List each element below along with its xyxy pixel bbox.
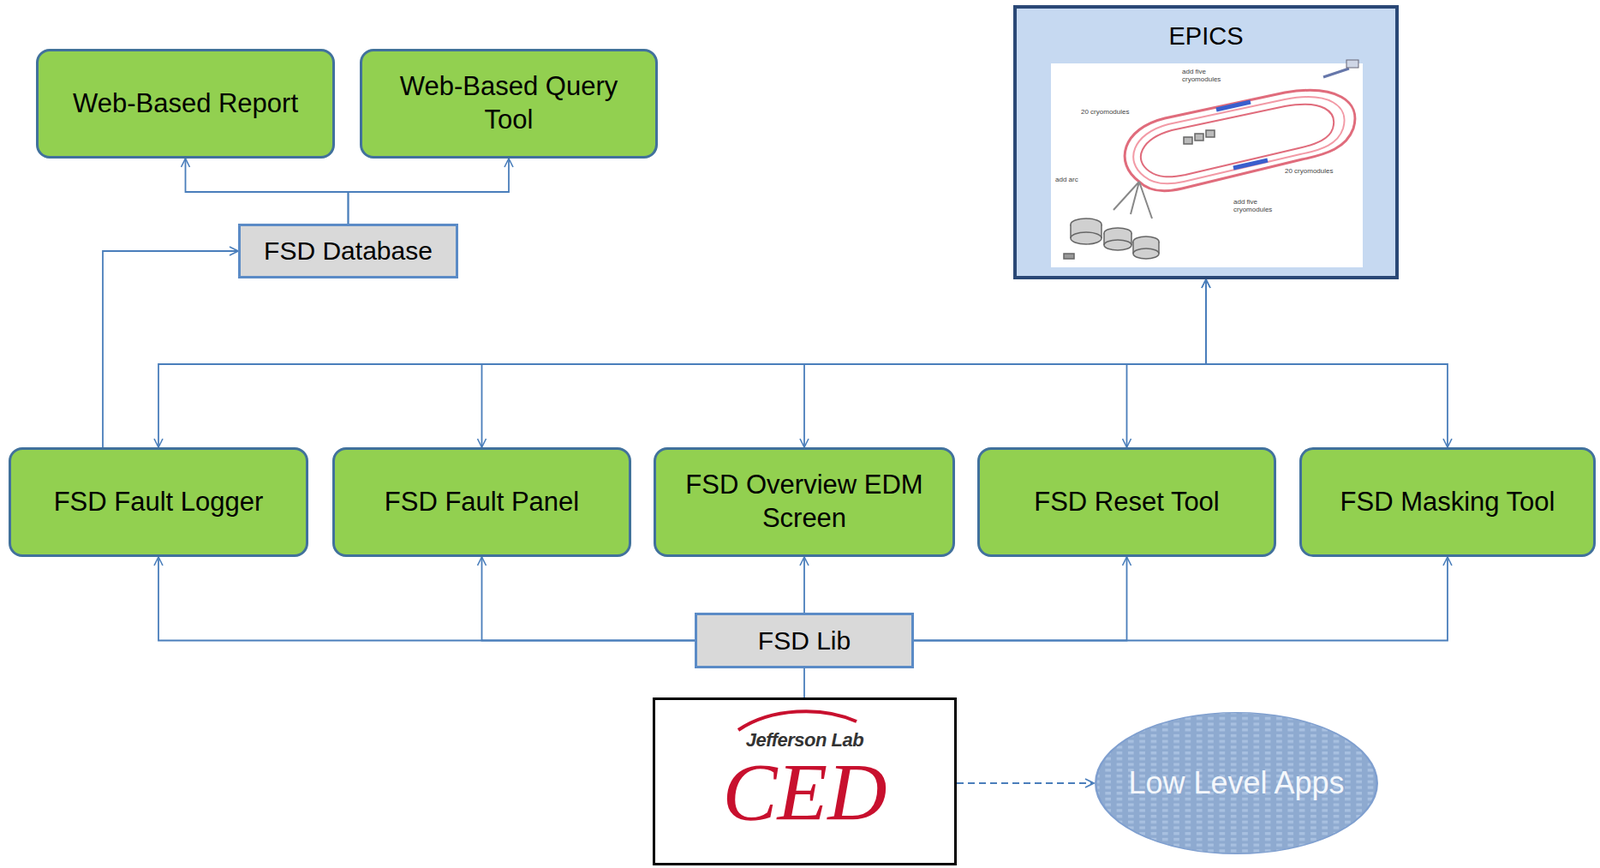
connector	[1127, 279, 1207, 448]
app-box: Web-Based Query Tool	[359, 48, 658, 159]
logo-swoosh	[738, 710, 857, 730]
app-box: FSD Reset Tool	[977, 447, 1277, 557]
system-panel: EPICS	[1013, 5, 1399, 280]
racetrack	[1113, 59, 1359, 219]
epics-panel	[1014, 6, 1398, 278]
ellipse-node: Low Level Apps	[1093, 710, 1380, 855]
logo-box: Jefferson LabCED	[652, 697, 957, 866]
picture-label: add five cryomodules	[1182, 68, 1234, 84]
node-label: Jefferson Lab	[746, 728, 864, 752]
connector	[158, 279, 1206, 448]
hall-outlines	[1063, 130, 1215, 259]
connector	[185, 158, 349, 224]
node-label: Low Level Apps	[1128, 764, 1344, 801]
connector	[102, 250, 239, 448]
node-label: FSD Database	[263, 235, 433, 267]
experimental-halls	[1070, 218, 1159, 259]
node-label: FSD Lib	[758, 625, 851, 657]
node-label: Web-Based Query Tool	[372, 70, 645, 138]
node-label: FSD Fault Panel	[384, 485, 580, 520]
node-label: Web-Based Report	[72, 87, 299, 121]
picture-label: 20 cryomodules	[1284, 167, 1345, 176]
app-box: FSD Fault Panel	[332, 447, 632, 557]
library-box: FSD Lib	[694, 612, 914, 669]
connector	[158, 556, 695, 641]
picture-label: add five cryomodules	[1233, 198, 1285, 215]
picture-label: add arc	[1055, 176, 1094, 185]
node-label: FSD Fault Logger	[53, 485, 264, 520]
app-box: Web-Based Report	[35, 48, 335, 159]
connector	[913, 556, 1448, 641]
node-label: FSD Masking Tool	[1340, 485, 1556, 520]
node-label: FSD Reset Tool	[1033, 485, 1220, 520]
connector	[482, 556, 696, 641]
app-box: FSD Masking Tool	[1299, 447, 1596, 557]
accelerator-picture	[1050, 63, 1363, 268]
node-label: CED	[722, 751, 888, 834]
connector	[803, 668, 806, 698]
connector	[803, 556, 806, 613]
node-label: FSD Overview EDM Screen	[666, 468, 943, 536]
connector	[913, 556, 1128, 641]
app-box: FSD Overview EDM Screen	[653, 447, 956, 557]
database-box: FSD Database	[238, 223, 459, 279]
panel-title: EPICS	[1168, 22, 1243, 51]
injector	[1346, 59, 1359, 68]
connector	[348, 158, 510, 224]
connector	[804, 279, 1206, 448]
connector	[1205, 279, 1448, 448]
connector	[482, 279, 1207, 448]
app-box: FSD Fault Logger	[8, 447, 309, 557]
connector	[956, 782, 1094, 784]
picture-label: 20 cryomodules	[1080, 108, 1141, 117]
